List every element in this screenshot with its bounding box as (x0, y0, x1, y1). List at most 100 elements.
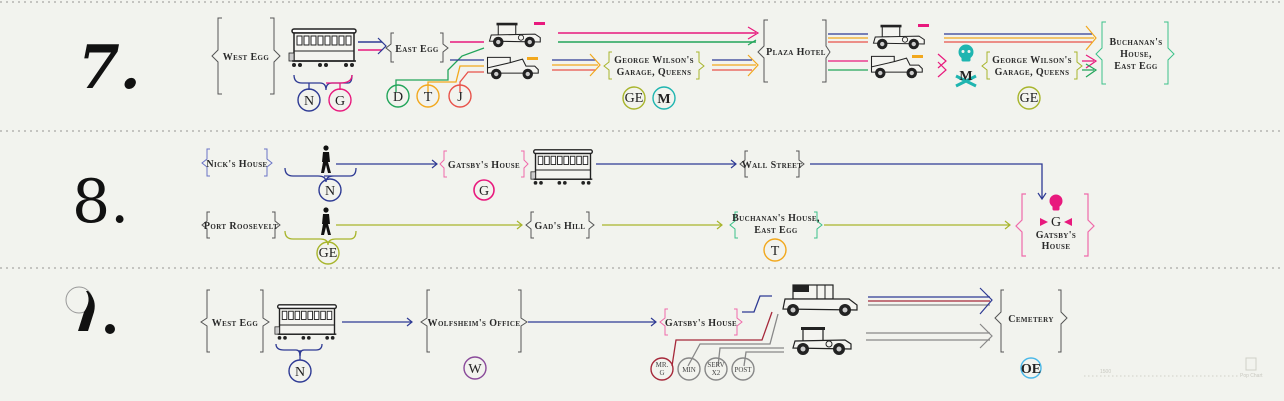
svg-text:House,: House, (1120, 49, 1152, 60)
svg-text:MR.: MR. (656, 361, 669, 369)
svg-text:West Egg: West Egg (212, 318, 259, 329)
character-minister: MIN (677, 357, 701, 381)
svg-text:POST: POST (734, 366, 752, 374)
svg-text:T: T (424, 90, 433, 105)
hearse-car-icon (782, 284, 858, 317)
train-icon (288, 28, 357, 68)
chapter-9: West Egg N Wolfsheim's Office W Gatsby's… (65, 284, 1068, 383)
svg-text:SERV: SERV (707, 361, 724, 369)
place-wilson-garage-2: George Wilson's Garage, Queens (981, 51, 1083, 80)
place-gatsbys-house-end: G Gatsby's House (1015, 193, 1095, 257)
character-tom: T (416, 84, 440, 108)
place-wilson-garage: George Wilson's Garage, Queens (603, 51, 705, 80)
character-gatsby: G (473, 179, 495, 201)
car-icon (486, 56, 539, 80)
chapter-7: 7. West Egg N G East Egg (78, 17, 1175, 112)
character-george: GE (1017, 86, 1041, 110)
place-cemetery: Cemetery (994, 289, 1068, 353)
place-port-roosevelt: Port Roosevelt (201, 211, 281, 239)
place-gads-hill: Gad's Hill (525, 211, 595, 239)
svg-text:N: N (325, 184, 335, 199)
character-myrtle: M (652, 86, 676, 110)
character-mr-gatz: MR. G (650, 357, 674, 381)
svg-text:G: G (479, 184, 489, 199)
chapter-number: 7. (78, 33, 141, 103)
logo-icon (1245, 357, 1257, 371)
svg-text:G: G (659, 369, 664, 377)
place-east-egg: East Egg (385, 32, 449, 63)
svg-text:M: M (657, 92, 670, 107)
character-owl-eyes: OE (1020, 357, 1042, 379)
character-daisy: D (386, 84, 410, 108)
character-nick: N (297, 88, 321, 112)
place-wolfsheims-office: Wolfsheim's Office (420, 289, 528, 353)
svg-text:East Egg: East Egg (1114, 61, 1158, 72)
svg-text:MIN: MIN (682, 366, 696, 374)
svg-text:N: N (304, 94, 314, 109)
svg-text:D: D (393, 90, 403, 105)
svg-text:T: T (771, 244, 780, 259)
place-gatsbys-house: Gatsby's House (439, 150, 529, 178)
svg-text:J: J (457, 90, 463, 105)
svg-text:George Wilson's: George Wilson's (992, 55, 1072, 66)
svg-text:Plaza Hotel: Plaza Hotel (766, 47, 826, 58)
character-jordan: J (448, 84, 472, 108)
page-label: 1500 (1100, 369, 1111, 375)
svg-text:Gatsby's House: Gatsby's House (448, 160, 520, 171)
place-plaza-hotel: Plaza Hotel (757, 19, 831, 83)
svg-text:Wolfsheim's Office: Wolfsheim's Office (428, 318, 521, 329)
svg-text:Wall Street: Wall Street (742, 160, 803, 171)
svg-text:Port Roosevelt: Port Roosevelt (204, 221, 278, 232)
place-gatsbys-house: Gatsby's House (659, 308, 743, 336)
svg-text:Garage, Queens: Garage, Queens (617, 67, 692, 78)
character-george: GE (622, 86, 646, 110)
character-wolfsheim: W (463, 356, 487, 380)
svg-text:M: M (959, 69, 972, 84)
svg-text:GE: GE (625, 91, 644, 106)
car-icon (792, 326, 852, 356)
svg-text:Garage, Queens: Garage, Queens (995, 67, 1070, 78)
svg-text:G: G (335, 94, 345, 109)
footer: 1500 Pop Chart (1084, 357, 1263, 379)
car-icon (872, 24, 925, 50)
svg-text:Buchanan's: Buchanan's (1109, 37, 1162, 48)
character-tom: T (763, 238, 787, 262)
gatsby-death-skull-icon (1049, 194, 1063, 211)
character-gatsby: G (328, 88, 352, 112)
svg-text:George Wilson's: George Wilson's (614, 55, 694, 66)
svg-text:X2: X2 (712, 369, 721, 377)
svg-text:Gad's Hill: Gad's Hill (535, 221, 586, 232)
train-icon (530, 149, 594, 186)
svg-text:Gatsby's House: Gatsby's House (665, 318, 737, 329)
logo-label: Pop Chart (1240, 373, 1263, 379)
character-servants: SERV X2 (704, 357, 728, 381)
svg-text:G: G (1051, 215, 1061, 230)
svg-text:House: House (1042, 241, 1071, 252)
chapter-number: 8. (72, 167, 129, 237)
character-george: GE (316, 241, 340, 265)
svg-text:East Egg: East Egg (395, 44, 439, 55)
svg-text:East Egg: East Egg (754, 225, 798, 236)
car-icon (488, 22, 541, 48)
place-west-egg: West Egg (200, 289, 270, 353)
svg-text:OE: OE (1021, 362, 1041, 377)
svg-text:West Egg: West Egg (223, 52, 270, 63)
svg-text:Buchanan's House,: Buchanan's House, (732, 213, 820, 224)
character-postman: POST (731, 357, 755, 381)
chapter-8: 8. Nick's House N Gatsby's House G (72, 145, 1095, 265)
svg-text:GE: GE (319, 246, 338, 261)
place-west-egg: West Egg (211, 17, 281, 95)
walking-person-icon (321, 145, 331, 173)
walking-person-icon (321, 207, 331, 235)
train-icon (274, 304, 338, 341)
chapter-number (65, 286, 115, 334)
svg-text:N: N (295, 365, 305, 380)
place-buchanan-house: Buchanan's House, East Egg (729, 211, 823, 239)
svg-text:W: W (468, 362, 482, 377)
car-icon (870, 55, 923, 79)
place-nicks-house: Nick's House (201, 148, 273, 177)
place-buchanan-house: Buchanan's House, East Egg (1095, 21, 1175, 85)
svg-text:GE: GE (1020, 91, 1039, 106)
place-wall-street: Wall Street (739, 150, 805, 178)
